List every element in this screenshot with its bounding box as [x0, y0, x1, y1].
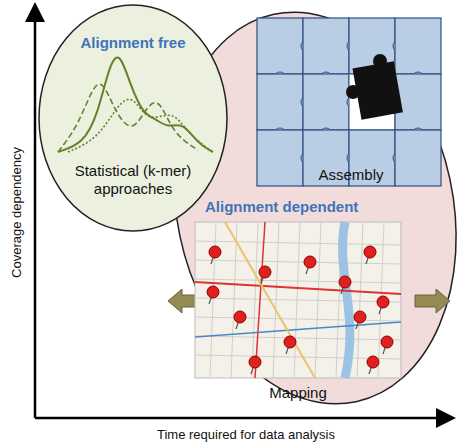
- text-holder: Statistical (k-mer) approaches: [58, 162, 208, 198]
- mapping-map: Mapping: [195, 222, 401, 404]
- method-label: Statistical (k-mer) approaches: [58, 162, 208, 198]
- circle-outline: [39, 5, 227, 231]
- text-holder: Alignment dependent: [205, 198, 405, 216]
- text-holder: Mapping: [238, 384, 358, 402]
- text-holder: Assembly: [291, 166, 411, 184]
- text-holder: Alignment free: [45, 34, 221, 52]
- distribution-curve: [58, 58, 213, 152]
- axis-title: Coverage dependency: [9, 147, 24, 278]
- axis-title: Time required for data analysis: [157, 427, 335, 442]
- direction-arrow: [415, 289, 450, 313]
- puzzle: [257, 18, 441, 186]
- y-axis: [34, 6, 37, 418]
- alignment-free-circle: Alignment freeStatistical (k-mer) approa…: [38, 4, 228, 232]
- group-heading: Alignment free: [45, 34, 221, 52]
- x-axis: [35, 417, 452, 420]
- ellipse-outline: [139, 0, 459, 430]
- method-label: Mapping: [238, 384, 358, 402]
- assembly-puzzle: Assembly: [253, 14, 449, 196]
- node-shape: [195, 222, 401, 404]
- distribution-curve: [68, 99, 213, 152]
- street-map: [195, 222, 401, 378]
- group-heading: Alignment dependent: [205, 198, 405, 216]
- method-label: Assembly: [291, 166, 411, 184]
